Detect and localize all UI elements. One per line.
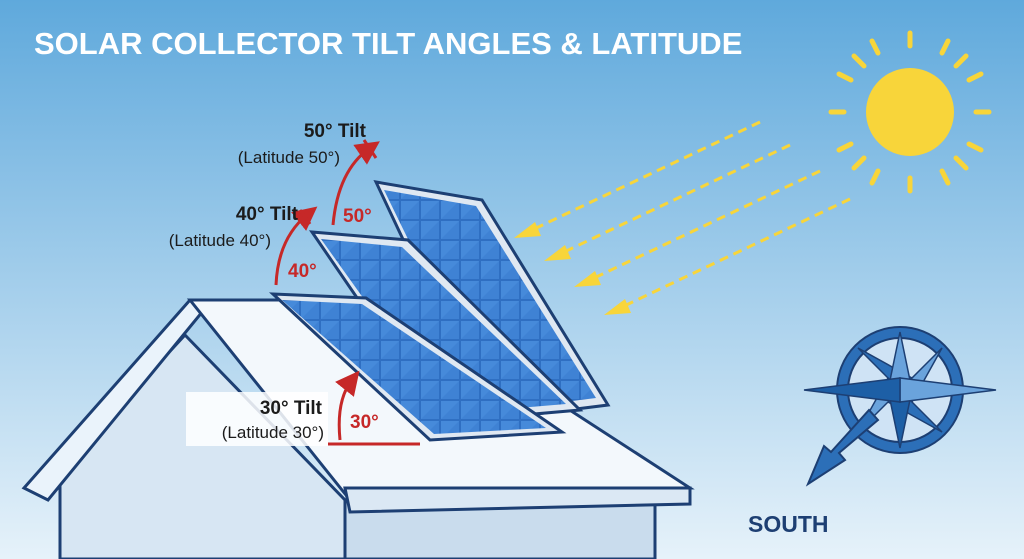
diagram-title: SOLAR COLLECTOR TILT ANGLES & LATITUDE (34, 26, 742, 61)
angle-label-30: 30° (350, 412, 379, 433)
tilt-label-50: 50° Tilt (304, 121, 367, 142)
south-arrow-icon (805, 408, 880, 487)
angle-arc-40 (274, 206, 318, 286)
angle-arc-30 (335, 370, 360, 441)
sun-icon (828, 30, 992, 194)
solar-panel-30 (268, 292, 567, 442)
roof-eave (343, 486, 692, 514)
tilt-label-30-background (186, 392, 328, 446)
latitude-label-30: (Latitude 30°) (222, 423, 324, 442)
angle-label-40: 40° (288, 261, 317, 282)
latitude-label-40: (Latitude 40°) (169, 231, 271, 250)
angle-tick-50 (362, 139, 378, 159)
angle-arcs (274, 139, 420, 446)
compass-direction-label: SOUTH (748, 511, 829, 537)
angle-tick-40 (298, 209, 312, 225)
angle-arc-50 (331, 141, 380, 226)
compass-rose-icon (803, 326, 997, 487)
tilt-label-30: 30° Tilt (260, 398, 323, 419)
latitude-label-50: (Latitude 50°) (238, 148, 340, 167)
tilt-label-40: 40° Tilt (236, 204, 299, 225)
angle-label-50: 50° (343, 206, 372, 227)
